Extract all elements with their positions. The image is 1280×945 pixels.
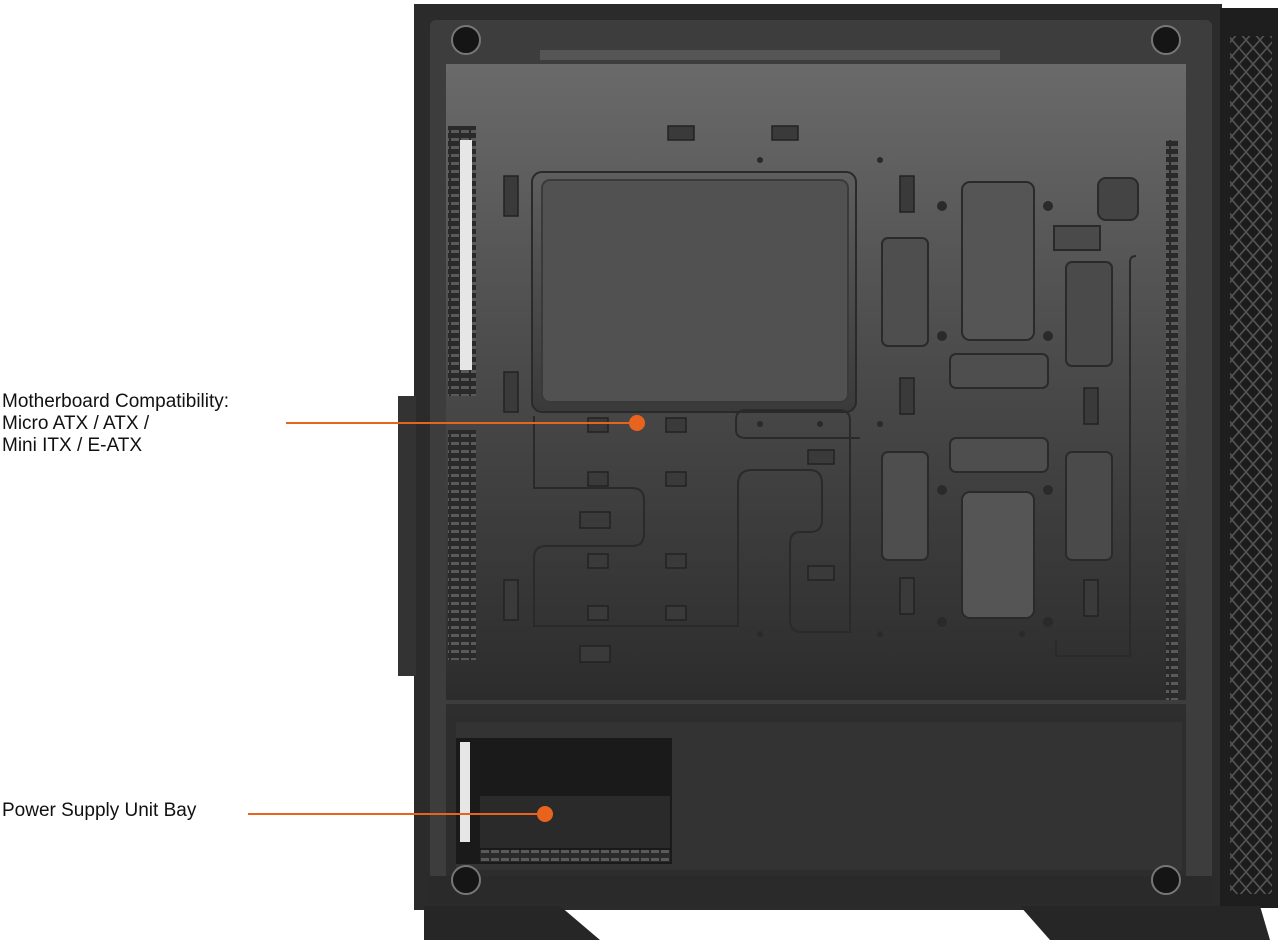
tray-cutouts bbox=[531, 171, 1139, 657]
callout-motherboard bbox=[286, 415, 645, 431]
side-bezel-strip bbox=[398, 396, 416, 676]
psu-shroud bbox=[446, 704, 1186, 876]
standoff-mounts bbox=[503, 125, 1099, 663]
top-vent-strip bbox=[540, 50, 1000, 60]
motherboard-label-line-2: Micro ATX / ATX / bbox=[2, 413, 150, 434]
motherboard-label-line-1: Motherboard Compatibility: bbox=[2, 391, 230, 412]
orange-dot-icon bbox=[537, 806, 553, 822]
orange-dot-icon bbox=[629, 415, 645, 431]
callout-psu bbox=[248, 806, 553, 822]
front-mesh-panel bbox=[1230, 36, 1272, 894]
cable-management-strip bbox=[1166, 140, 1178, 700]
psu-bay-label: Power Supply Unit Bay bbox=[2, 800, 197, 821]
motherboard-label-line-3: Mini ITX / E-ATX bbox=[2, 435, 143, 456]
tray-screw-dots bbox=[757, 157, 1053, 637]
motherboard-compatibility-label: Motherboard Compatibility: Micro ATX / A… bbox=[2, 391, 229, 457]
thumbscrew-icon bbox=[451, 25, 1181, 895]
case-foot-left bbox=[424, 906, 600, 940]
case-foot-right bbox=[1020, 906, 1270, 940]
